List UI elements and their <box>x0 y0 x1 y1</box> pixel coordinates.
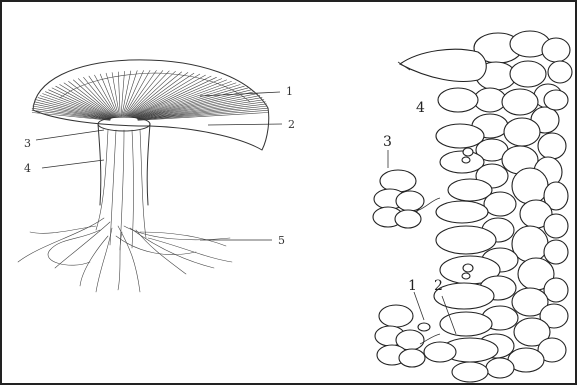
label-2: 2 <box>288 118 295 131</box>
right-label-1: 1 <box>408 278 417 294</box>
label-3: 3 <box>24 137 31 150</box>
right-label-3: 3 <box>383 134 392 150</box>
label-1: 1 <box>286 85 293 98</box>
label-4: 4 <box>24 162 31 175</box>
right-label-4: 4 <box>416 100 425 116</box>
label-5: 5 <box>278 234 285 247</box>
right-label-2: 2 <box>434 278 443 294</box>
